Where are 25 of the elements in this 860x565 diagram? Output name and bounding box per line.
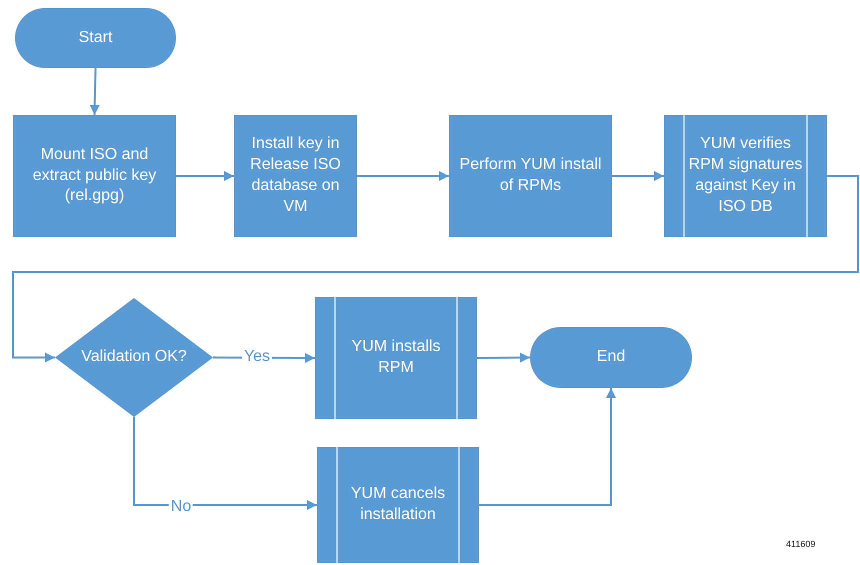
arrow	[476, 352, 530, 363]
figure-number: 411609	[786, 539, 816, 549]
process-box	[449, 115, 612, 237]
process-box	[234, 115, 357, 237]
node-text: YUM cancels installation	[350, 484, 446, 525]
node-text: Start	[78, 28, 114, 48]
predefined-process-box	[317, 447, 479, 563]
node-text: YUM installs RPM	[350, 337, 442, 378]
node-text: End	[596, 347, 626, 368]
node-text: YUM verifies RPM signatures against Key in ISO DB	[688, 134, 804, 217]
arrow	[479, 388, 616, 506]
predefined-process-box	[315, 297, 477, 419]
node-text: Validation OK?	[80, 347, 188, 368]
process-box	[13, 115, 176, 237]
arrow	[90, 68, 100, 116]
arrow	[133, 417, 317, 510]
node-text: Perform YUM install of RPMs	[458, 155, 602, 196]
node-text: Mount ISO and extract public key (rel.gpg)	[32, 144, 158, 206]
arrow	[176, 171, 234, 181]
arrow	[12, 175, 859, 362]
arrow	[612, 171, 664, 181]
node-text: Install key in Release ISO database on VM	[249, 134, 342, 217]
decision-diamond	[55, 298, 213, 417]
predefined-process-box	[664, 115, 827, 237]
arrow	[357, 171, 449, 181]
